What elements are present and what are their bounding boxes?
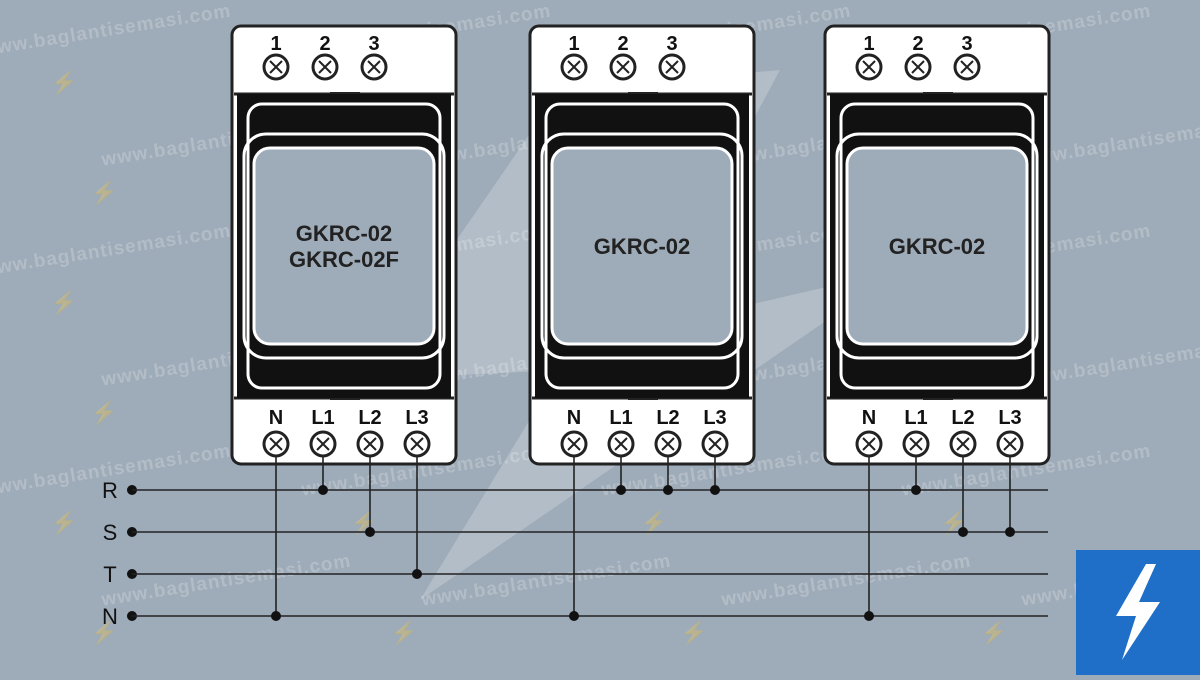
lightning-bolt-icon: ⚡ [90, 400, 118, 425]
screw-slot [316, 437, 330, 451]
device-model-label: GKRC-02F [289, 247, 399, 272]
screw-slot [708, 437, 722, 451]
junction-dot [663, 485, 673, 495]
terminal-label-bottom: N [567, 407, 581, 429]
lightning-bolt-icon: ⚡ [50, 510, 78, 535]
junction-dot [958, 527, 968, 537]
terminal-label-bottom: L2 [951, 407, 974, 429]
screw-slot [665, 60, 679, 74]
junction-dot [318, 485, 328, 495]
lightning-bolt-icon [1116, 564, 1160, 660]
terminal-label-top: 3 [368, 33, 379, 55]
bus-label-n: N [102, 604, 118, 629]
terminal-label-bottom: L1 [311, 407, 334, 429]
terminal-label-top: 1 [568, 33, 579, 55]
screw-slot [318, 60, 332, 74]
lightning-bolt-icon: ⚡ [50, 290, 78, 315]
junction-dot [1005, 527, 1015, 537]
terminal-label-bottom: L1 [904, 407, 927, 429]
device-window [252, 146, 436, 346]
bus-label-r: R [102, 478, 118, 503]
lightning-bolt-icon: ⚡ [90, 620, 118, 645]
terminal-label-top: 3 [961, 33, 972, 55]
terminal-label-top: 1 [863, 33, 874, 55]
terminal-label-top: 1 [270, 33, 281, 55]
device-window [845, 146, 1029, 346]
device-outline [544, 102, 740, 390]
lightning-bolt-icon: ⚡ [90, 180, 118, 205]
device-model-label: GKRC-02 [296, 221, 393, 246]
junction-dot [569, 611, 579, 621]
screw-slot [909, 437, 923, 451]
screw-slot [911, 60, 925, 74]
device-outline [246, 102, 442, 390]
terminal-label-bottom: N [269, 407, 283, 429]
junction-dot [710, 485, 720, 495]
screw-slot [1003, 437, 1017, 451]
device-outline [839, 102, 1035, 390]
screw-slot [862, 60, 876, 74]
junction-dot [616, 485, 626, 495]
screw-slot [616, 60, 630, 74]
device-outline [242, 132, 446, 360]
junction-dot [271, 611, 281, 621]
terminal-label-top: 2 [319, 33, 330, 55]
terminal-label-bottom: L2 [358, 407, 381, 429]
terminal-label-bottom: L3 [703, 407, 726, 429]
terminal-label-bottom: N [862, 407, 876, 429]
device-window [550, 146, 734, 346]
lightning-bolt-icon: ⚡ [50, 70, 78, 95]
bus-label-s: S [103, 520, 118, 545]
relay-device-2: GKRC-02 1 2 3N L1 L2 L3 [528, 24, 756, 621]
screw-slot [567, 60, 581, 74]
junction-dot [412, 569, 422, 579]
terminal-label-bottom: L2 [656, 407, 679, 429]
lightning-bolt-icon: ⚡ [980, 620, 1008, 645]
brand-badge [1076, 550, 1200, 675]
terminal-label-top: 2 [617, 33, 628, 55]
screw-slot [862, 437, 876, 451]
screw-slot [363, 437, 377, 451]
junction-dot [911, 485, 921, 495]
terminal-label-bottom: L1 [609, 407, 632, 429]
screw-slot [614, 437, 628, 451]
screw-slot [269, 437, 283, 451]
screw-slot [960, 60, 974, 74]
junction-dot [365, 527, 375, 537]
terminal-label-bottom: L3 [405, 407, 428, 429]
bus-label-t: T [103, 562, 116, 587]
terminal-label-bottom: L3 [998, 407, 1021, 429]
screw-slot [410, 437, 424, 451]
screw-slot [956, 437, 970, 451]
lightning-bolt-icon: ⚡ [640, 510, 668, 535]
screw-slot [269, 60, 283, 74]
screw-slot [367, 60, 381, 74]
device-outline [835, 132, 1039, 360]
device-model-label: GKRC-02 [594, 234, 691, 259]
lightning-bolt-icon: ⚡ [680, 620, 708, 645]
terminal-label-top: 3 [666, 33, 677, 55]
screw-slot [661, 437, 675, 451]
junction-dot [864, 611, 874, 621]
terminal-label-top: 2 [912, 33, 923, 55]
device-outline [540, 132, 744, 360]
relay-device-3: GKRC-02 1 2 3N L1 L2 L3 [823, 24, 1051, 621]
lightning-bolt-icon: ⚡ [390, 620, 418, 645]
device-model-label: GKRC-02 [889, 234, 986, 259]
screw-slot [567, 437, 581, 451]
